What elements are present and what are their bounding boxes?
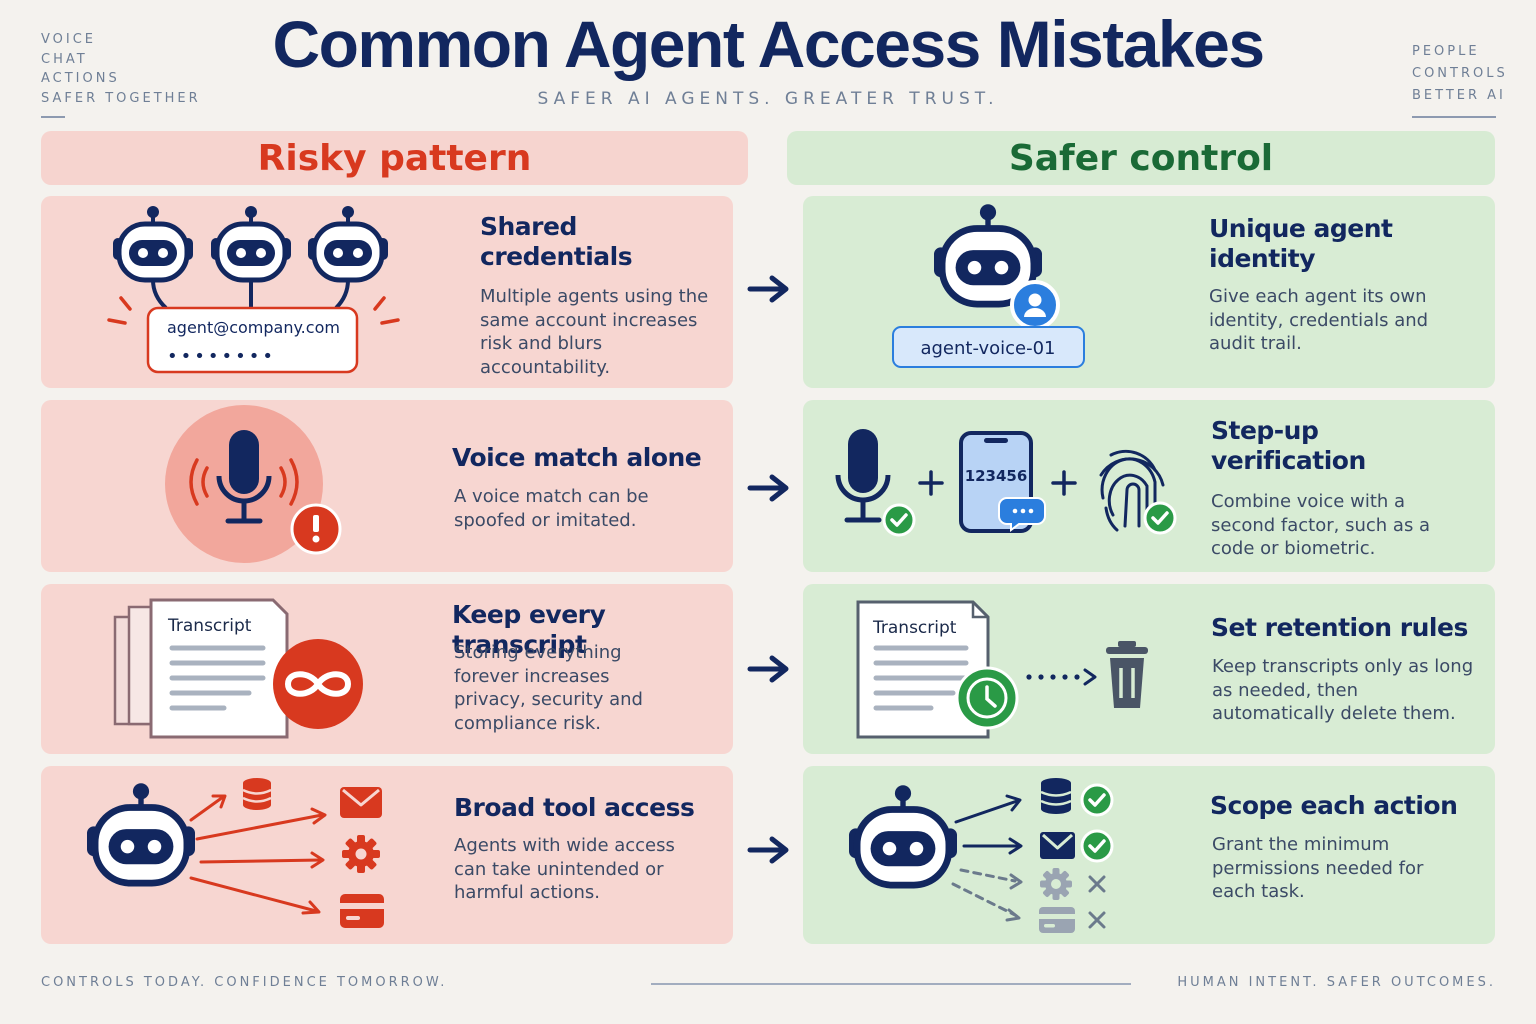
risky-card-desc: A voice match can be spoofed or imitated… (454, 486, 649, 531)
footer-divider (651, 983, 1131, 985)
risky-card-title: Broad tool access (454, 793, 695, 822)
gear-icon (1040, 868, 1072, 900)
arrow-right-icon (746, 654, 792, 684)
risky-card-voice-match: Voice match alone A voice match can be s… (41, 400, 733, 572)
check-icon (1080, 829, 1114, 863)
right-tagline-3: BETTER AI (1412, 88, 1506, 103)
transcript-label: Transcript (167, 616, 252, 636)
risky-card-shared-credentials: agent@company.com •••••••• Shared creden… (41, 196, 733, 388)
safe-card-title: Unique agent identity (1209, 214, 1393, 273)
robot-icon (113, 206, 193, 280)
left-tagline-4: SAFER TOGETHER (41, 90, 201, 106)
keep-transcripts-illustration: Transcript (113, 598, 363, 739)
right-tagline-stack: PEOPLE CONTROLS BETTER AI (1412, 41, 1508, 107)
safe-card-desc: Combine voice with a second factor, such… (1211, 491, 1431, 559)
deny-x-icon (1088, 875, 1106, 893)
credit-card-icon (340, 894, 384, 928)
check-icon (882, 503, 916, 537)
page-title: Common Agent Access Mistakes (272, 7, 1265, 81)
page-subtitle: SAFER AI AGENTS. GREATER TRUST. (537, 89, 999, 109)
robot-icon (211, 206, 291, 280)
safe-column-header: Safer control (787, 131, 1495, 185)
safe-card-scope-actions: Scope each action Grant the minimum perm… (803, 766, 1495, 944)
safe-card-desc: Grant the minimum permissions needed for… (1212, 834, 1424, 902)
user-badge-icon (1010, 280, 1060, 330)
verification-code-text: 123456 (965, 467, 1028, 485)
plus-icon (1051, 470, 1077, 496)
right-divider (1412, 116, 1496, 118)
gear-icon (342, 835, 380, 873)
arrow-right-icon (746, 473, 792, 503)
infinity-icon (273, 639, 363, 729)
safe-card-unique-identity: agent-voice-01 Unique agent identity Giv… (803, 196, 1495, 388)
risky-card-desc: Agents with wide access can take uninten… (454, 835, 675, 903)
left-tagline-stack: VOICE CHAT ACTIONS SAFER TOGETHER (41, 30, 201, 108)
agent-id-badge-text: agent-voice-01 (920, 338, 1055, 359)
database-icon (242, 778, 272, 810)
risky-card-broad-tools: Broad tool access Agents with wide acces… (41, 766, 733, 944)
safe-card-title: Scope each action (1210, 791, 1458, 820)
plus-icon (918, 470, 944, 496)
microphone-icon (838, 429, 888, 520)
email-icon (340, 787, 382, 818)
fingerprint-icon (1099, 449, 1165, 532)
arrow-right-icon (746, 274, 792, 304)
left-divider (41, 116, 65, 118)
sound-waves-icon (189, 458, 299, 506)
robot-icon (87, 783, 195, 883)
robot-icon (849, 785, 957, 885)
safe-card-step-up: 123456 Step-up verification Combine voic… (803, 400, 1495, 572)
email-icon (1040, 832, 1075, 859)
right-tagline-2: CONTROLS (1412, 66, 1508, 81)
step-up-illustration: 123456 (803, 400, 1177, 537)
dotted-arrow-icon (1026, 674, 1080, 680)
unique-identity-illustration: agent-voice-01 (892, 196, 1085, 368)
retention-illustration: Transcript (856, 600, 1148, 739)
check-icon (1080, 783, 1114, 817)
shared-credentials-illustration: agent@company.com •••••••• (107, 196, 400, 374)
left-tagline-1: VOICE (41, 32, 97, 47)
safe-card-desc: Keep transcripts only as long as needed,… (1212, 656, 1474, 724)
safe-card-title: Step-up verification (1211, 416, 1366, 475)
transcript-label: Transcript (872, 618, 957, 638)
shared-password-dots: •••••••• (167, 346, 276, 367)
safe-card-desc: Give each agent its own identity, creden… (1209, 286, 1429, 354)
footer-right-tagline: HUMAN INTENT. SAFER OUTCOMES. (1177, 975, 1496, 990)
left-tagline-2: CHAT (41, 51, 88, 67)
scope-actions-illustration (803, 778, 1114, 933)
risky-card-keep-transcripts: Transcript Keep every transcript Storing… (41, 584, 733, 754)
database-icon (1040, 778, 1072, 814)
shared-email-text: agent@company.com (167, 318, 340, 337)
trash-icon (1106, 641, 1148, 708)
robot-icon (308, 206, 388, 280)
safe-card-retention: Transcript Set retention rules Keep tran… (803, 584, 1495, 754)
credit-card-icon (1039, 907, 1075, 933)
voice-match-illustration (165, 405, 342, 563)
risky-column-header: Risky pattern (41, 131, 748, 185)
left-tagline-3: ACTIONS (41, 71, 120, 86)
deny-x-icon (1088, 911, 1106, 929)
clock-icon (955, 666, 1019, 730)
footer-left-tagline: CONTROLS TODAY. CONFIDENCE TOMORROW. (41, 975, 448, 990)
risky-card-title: Keep every transcript (452, 600, 606, 659)
risky-card-desc: Multiple agents using the same account i… (480, 286, 709, 378)
risky-card-title: Shared credentials (480, 212, 633, 271)
broad-tools-illustration (41, 778, 384, 928)
safe-card-title: Set retention rules (1211, 613, 1468, 642)
phone-icon: 123456 (959, 431, 1046, 533)
check-icon (1143, 501, 1177, 535)
arrow-right-icon (746, 835, 792, 865)
risky-card-desc: Storing everything forever increases pri… (454, 642, 643, 734)
warning-icon (290, 503, 342, 555)
right-tagline-1: PEOPLE (1412, 44, 1480, 59)
risky-card-title: Voice match alone (452, 443, 702, 472)
